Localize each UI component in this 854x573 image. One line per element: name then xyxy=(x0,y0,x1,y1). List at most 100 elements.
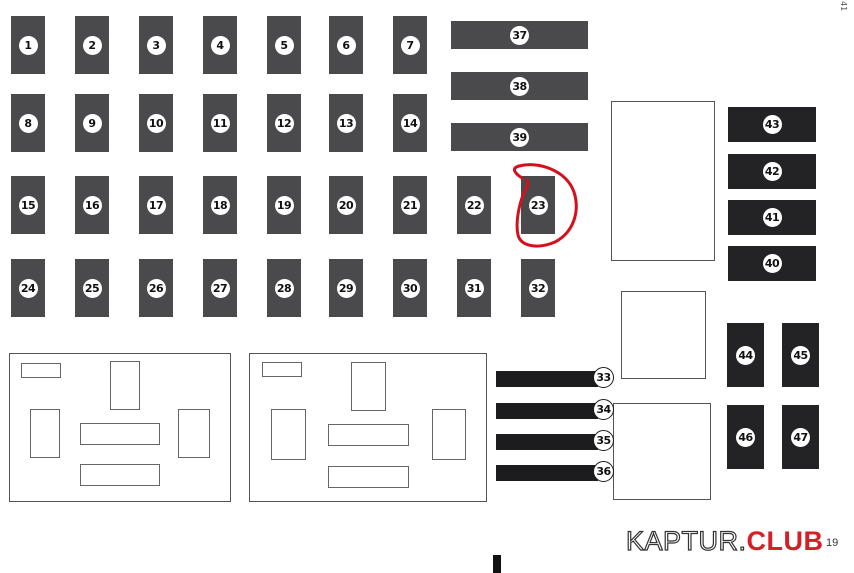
fuse-label: 4 xyxy=(210,35,230,55)
fuse-25[interactable]: 25 xyxy=(75,259,109,317)
relay-outline-medium xyxy=(621,291,706,379)
fuse-label: 45 xyxy=(791,345,810,365)
fuse-27[interactable]: 27 xyxy=(203,259,237,317)
connector-slot xyxy=(80,423,160,445)
connector-slot xyxy=(271,409,306,460)
fuse-40[interactable]: 40 xyxy=(728,246,816,281)
fuse-36[interactable] xyxy=(496,465,598,481)
fuse-label: 40 xyxy=(762,254,782,273)
fuse-3[interactable]: 3 xyxy=(139,16,173,74)
fuse-17[interactable]: 17 xyxy=(139,176,173,234)
fuse-label: 16 xyxy=(82,195,102,215)
connector-slot xyxy=(30,409,60,458)
fuse-23[interactable]: 23 xyxy=(521,176,555,234)
fuse-42[interactable]: 42 xyxy=(728,154,816,189)
fuse-label: 27 xyxy=(210,278,230,298)
fuse-29[interactable]: 29 xyxy=(329,259,363,317)
fuse-label: 37 xyxy=(510,25,529,45)
fuse-label: 1 xyxy=(18,35,38,55)
edge-mark xyxy=(493,555,501,573)
fuse-label: 2 xyxy=(82,35,102,55)
fuse-label: 8 xyxy=(18,113,38,133)
fuse-label: 7 xyxy=(400,35,420,55)
fuse-label: 12 xyxy=(274,113,294,133)
connector-slot xyxy=(351,362,386,411)
fuse-34[interactable] xyxy=(496,403,598,419)
connector-block-left xyxy=(9,353,231,502)
fuse-15[interactable]: 15 xyxy=(11,176,45,234)
fuse-2[interactable]: 2 xyxy=(75,16,109,74)
fuse-20[interactable]: 20 xyxy=(329,176,363,234)
fuse-34-label: 34 xyxy=(593,399,614,420)
fuse-label: 20 xyxy=(336,195,356,215)
fuse-6[interactable]: 6 xyxy=(329,16,363,74)
fuse-label: 9 xyxy=(82,113,102,133)
fuse-35[interactable] xyxy=(496,434,598,450)
fuse-label: 13 xyxy=(336,113,356,133)
highlight-stroke xyxy=(513,163,578,248)
fuse-12[interactable]: 12 xyxy=(267,94,301,152)
fuse-24[interactable]: 24 xyxy=(11,259,45,317)
fuse-label: 42 xyxy=(762,162,782,181)
fuse-30[interactable]: 30 xyxy=(393,259,427,317)
fuse-label: 26 xyxy=(146,278,166,298)
fuse-19[interactable]: 19 xyxy=(267,176,301,234)
fuse-16[interactable]: 16 xyxy=(75,176,109,234)
fuse-14[interactable]: 14 xyxy=(393,94,427,152)
fuse-label: 28 xyxy=(274,278,294,298)
fuse-label: 18 xyxy=(210,195,230,215)
fuse-8[interactable]: 8 xyxy=(11,94,45,152)
relay-outline-large xyxy=(611,101,715,261)
fuse-4[interactable]: 4 xyxy=(203,16,237,74)
fuse-36-label: 36 xyxy=(593,461,614,482)
fuse-label: 46 xyxy=(736,427,755,447)
fuse-label: 22 xyxy=(464,195,484,215)
fuse-47[interactable]: 47 xyxy=(782,405,819,469)
fuse-22[interactable]: 22 xyxy=(457,176,491,234)
fuse-31[interactable]: 31 xyxy=(457,259,491,317)
fuse-26[interactable]: 26 xyxy=(139,259,173,317)
fuse-9[interactable]: 9 xyxy=(75,94,109,152)
fuse-18[interactable]: 18 xyxy=(203,176,237,234)
connector-slot xyxy=(178,409,210,458)
fuse-21[interactable]: 21 xyxy=(393,176,427,234)
fuse-7[interactable]: 7 xyxy=(393,16,427,74)
fuse-label: 32 xyxy=(528,278,548,298)
fuse-38[interactable]: 38 xyxy=(451,72,588,100)
fuse-41[interactable]: 41 xyxy=(728,200,816,235)
fuse-label: 39 xyxy=(510,127,529,147)
fuse-32[interactable]: 32 xyxy=(521,259,555,317)
fuse-43[interactable]: 43 xyxy=(728,107,816,142)
fuse-13[interactable]: 13 xyxy=(329,94,363,152)
fuse-label: 30 xyxy=(400,278,420,298)
fuse-label: 31 xyxy=(464,278,484,298)
fuse-37[interactable]: 37 xyxy=(451,21,588,49)
fuse-label: 23 xyxy=(528,195,548,215)
connector-slot xyxy=(328,466,409,488)
brand-logo: KAPTUR.CLUB xyxy=(625,525,824,557)
brand-text-accent: CLUB xyxy=(746,526,824,556)
connector-slot xyxy=(80,464,160,486)
connector-slot xyxy=(110,361,140,410)
fuse-11[interactable]: 11 xyxy=(203,94,237,152)
connector-slot xyxy=(262,362,302,377)
fuse-28[interactable]: 28 xyxy=(267,259,301,317)
fuse-44[interactable]: 44 xyxy=(727,323,764,387)
fuse-39[interactable]: 39 xyxy=(451,123,588,151)
fuse-33[interactable] xyxy=(496,371,598,387)
fuse-label: 47 xyxy=(791,427,810,447)
fuse-5[interactable]: 5 xyxy=(267,16,301,74)
fuse-35-label: 35 xyxy=(593,430,614,451)
fuse-10[interactable]: 10 xyxy=(139,94,173,152)
connector-slot xyxy=(21,363,61,378)
fuse-45[interactable]: 45 xyxy=(782,323,819,387)
fuse-46[interactable]: 46 xyxy=(727,405,764,469)
fuse-label: 15 xyxy=(18,195,38,215)
fuse-1[interactable]: 1 xyxy=(11,16,45,74)
connector-slot xyxy=(328,424,409,446)
fuse-label: 5 xyxy=(274,35,294,55)
brand-text-primary: KAPTUR. xyxy=(625,525,747,556)
fuse-33-label: 33 xyxy=(593,367,614,388)
